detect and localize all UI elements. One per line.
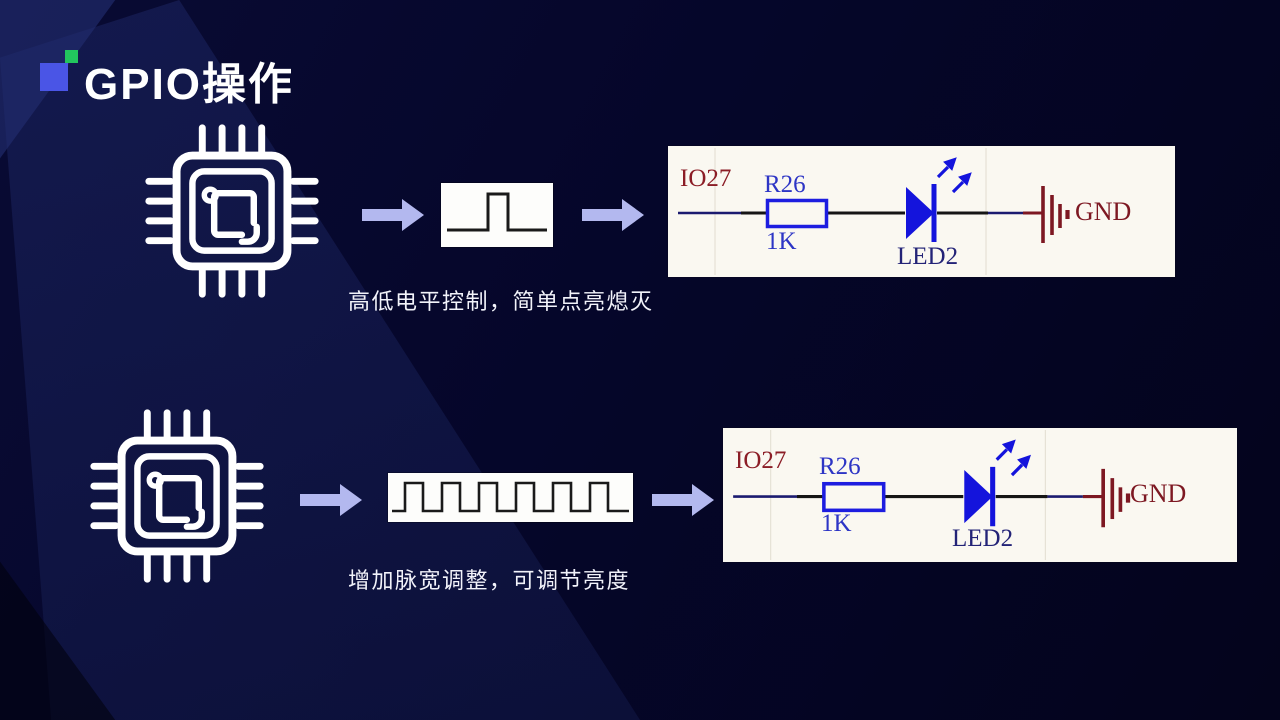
flow-arrow-icon (300, 484, 362, 516)
led-ref-label: LED2 (897, 243, 959, 270)
led-circuit-schematic: IO27 R26 1K LED2 GND (668, 146, 1175, 277)
net-label-io: IO27 (680, 165, 732, 192)
gnd-label: GND (1075, 197, 1132, 226)
chip-core-square (155, 474, 202, 523)
resistor-ref-label: R26 (764, 171, 806, 198)
pulse-trace (447, 192, 547, 232)
chip-pins (145, 124, 319, 298)
led-light-arrows (936, 157, 972, 194)
mcu-chip-icon (145, 124, 319, 298)
chip-pins (90, 409, 264, 583)
mcu-chip-icon (90, 409, 264, 583)
row1-caption: 高低电平控制，简单点亮熄灭 (348, 289, 654, 314)
title-bullet-blue-square (40, 63, 68, 91)
resistor-value-label: 1K (821, 510, 852, 537)
gnd-label: GND (1130, 479, 1187, 508)
single-pulse-waveform (441, 183, 553, 247)
led-symbol (964, 439, 1031, 527)
flow-arrow-icon (362, 199, 424, 231)
chip-body-outline (117, 436, 237, 556)
title-bullet-green-square (65, 50, 78, 63)
chip-core-corner (238, 223, 260, 245)
chip-inner-outline (134, 453, 220, 539)
pwm-waveform (388, 473, 633, 522)
resistor-symbol (765, 198, 829, 229)
led-symbol (906, 157, 972, 242)
chip-inner-outline (189, 168, 275, 254)
ground-symbol (1041, 186, 1070, 243)
led-ref-label: LED2 (952, 525, 1014, 552)
resistor-symbol (822, 481, 886, 513)
led-light-arrows (995, 439, 1031, 477)
ground-symbol (1101, 468, 1131, 528)
chip-core-corner (183, 508, 205, 530)
led-circuit-schematic: IO27 R26 1K LED2 GND (723, 428, 1237, 562)
pwm-trace (392, 481, 629, 513)
net-label-io: IO27 (735, 447, 787, 474)
row2-caption: 增加脉宽调整，可调节亮度 (348, 568, 631, 593)
chip-core-square (210, 189, 257, 238)
chip-body-outline (172, 151, 292, 271)
page-title: GPIO操作 (84, 60, 295, 109)
flow-arrow-icon (652, 484, 714, 516)
resistor-ref-label: R26 (819, 453, 861, 480)
resistor-value-label: 1K (766, 228, 797, 255)
flow-arrow-icon (582, 199, 644, 231)
